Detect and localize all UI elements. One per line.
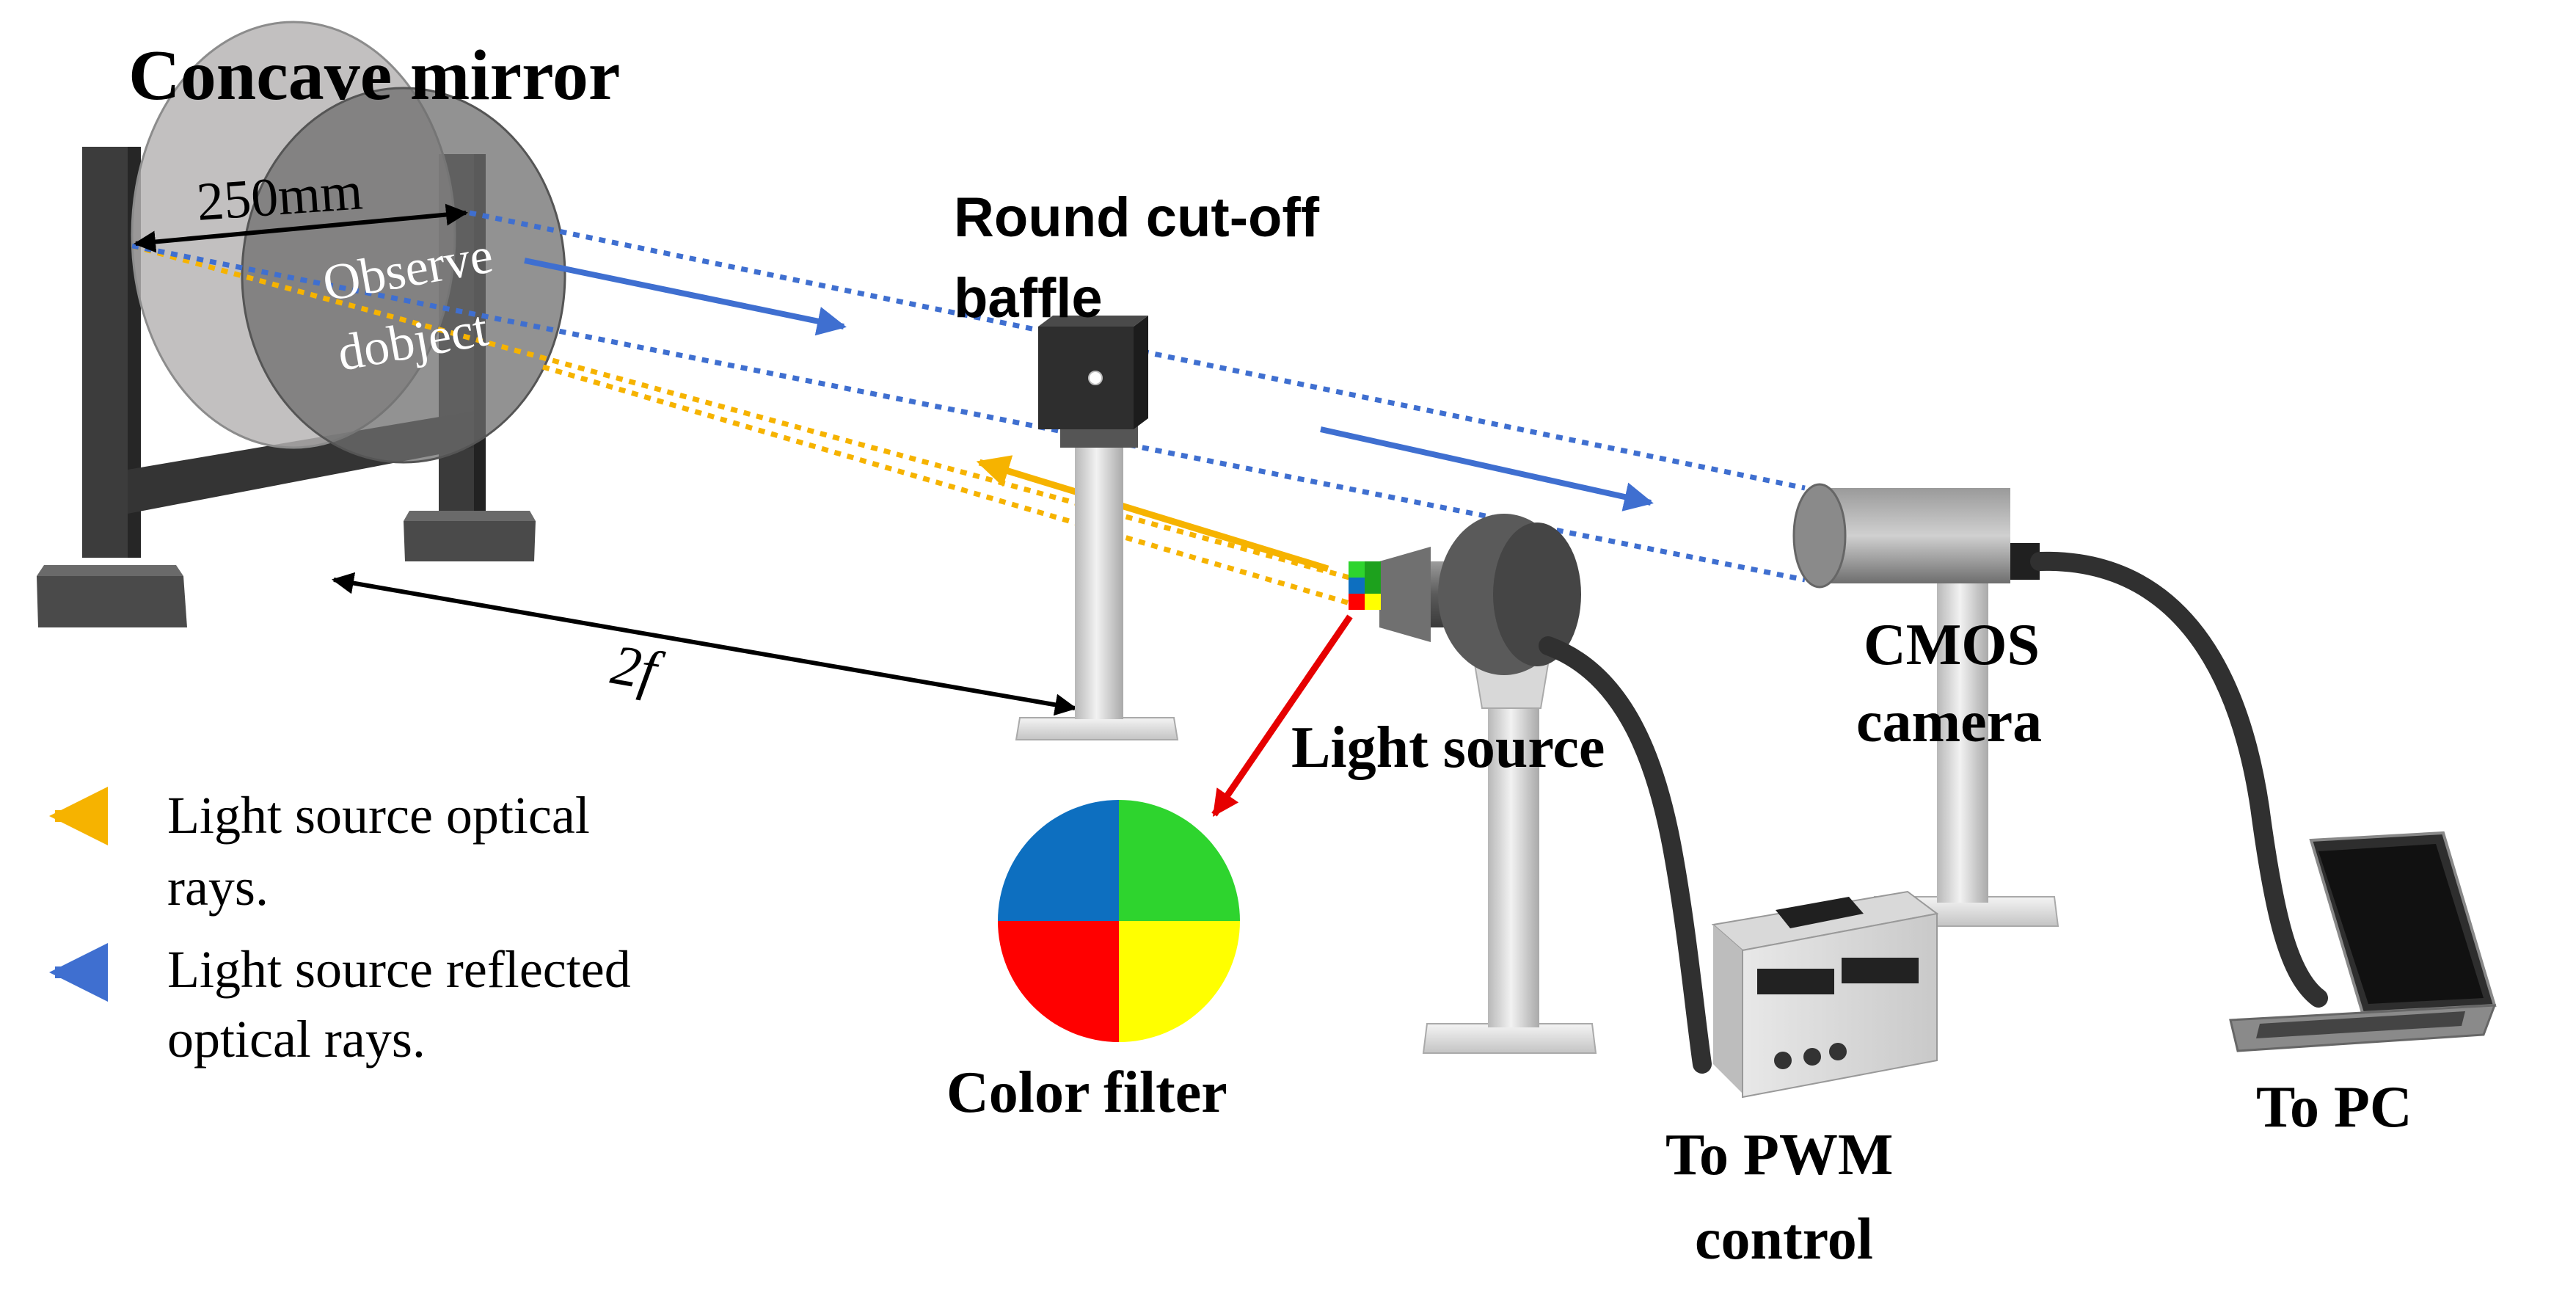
cmos-camera-assembly xyxy=(1792,483,2059,927)
filter-square-green xyxy=(1349,561,1365,578)
filter-quadrant-blue xyxy=(998,800,1119,921)
diameter-label: 250mm xyxy=(194,161,364,233)
filter-quadrant-yellow xyxy=(1119,921,1240,1042)
baffle-hole xyxy=(1088,371,1103,385)
legend-reflected-label-line1: Light source reflected xyxy=(167,940,631,999)
cmos-label-line2: camera xyxy=(1856,690,2042,754)
baffle-label-line2: baffle xyxy=(954,267,1103,330)
light-source-cable xyxy=(1539,636,1712,1074)
reflected-ray-arrow xyxy=(524,258,847,336)
reflected-ray-arrow xyxy=(1320,426,1654,511)
light-source-label: Light source xyxy=(1291,716,1605,780)
baffle-assembly xyxy=(1015,316,1179,740)
incident-ray-arrow xyxy=(976,455,1329,572)
filter-square-red xyxy=(1349,594,1365,610)
cmos-label-line1: CMOS xyxy=(1864,613,2040,677)
incident-rays xyxy=(131,243,1358,608)
light-source-assembly xyxy=(1349,514,1597,1054)
concave-mirror-label: Concave mirror xyxy=(128,36,620,115)
pwm-label-line1: To PWM xyxy=(1665,1123,1893,1187)
reflected-rays xyxy=(131,210,1806,583)
filter-square-blue xyxy=(1349,578,1365,594)
camera-cable xyxy=(2030,551,2328,1008)
diameter-arrow xyxy=(134,203,468,253)
pwm-power-supply xyxy=(1711,890,1939,1099)
two-f-label: 2f xyxy=(607,632,668,704)
filter-quadrant-red xyxy=(998,921,1119,1042)
legend-incident-label-line2: rays. xyxy=(167,858,269,917)
two-f-arrow xyxy=(332,572,1077,716)
legend-reflected-label-line2: optical rays. xyxy=(167,1010,426,1068)
concave-mirror xyxy=(131,21,566,464)
legend-incident-label-line1: Light source optical xyxy=(167,786,590,845)
filter-pointer-arrow xyxy=(1211,614,1353,817)
filter-quadrant-green xyxy=(1119,800,1240,921)
to-pc-label: To PC xyxy=(2256,1075,2412,1140)
legend: Light source optical rays. Light source … xyxy=(49,786,631,1068)
color-filter-label: Color filter xyxy=(946,1060,1227,1125)
color-filter-disc xyxy=(998,800,1240,1042)
pwm-label-line2: control xyxy=(1695,1207,1873,1272)
baffle-label-line1: Round cut-off xyxy=(954,186,1320,249)
laptop-pc xyxy=(2229,831,2497,1052)
filter-square-yellow xyxy=(1365,594,1381,610)
